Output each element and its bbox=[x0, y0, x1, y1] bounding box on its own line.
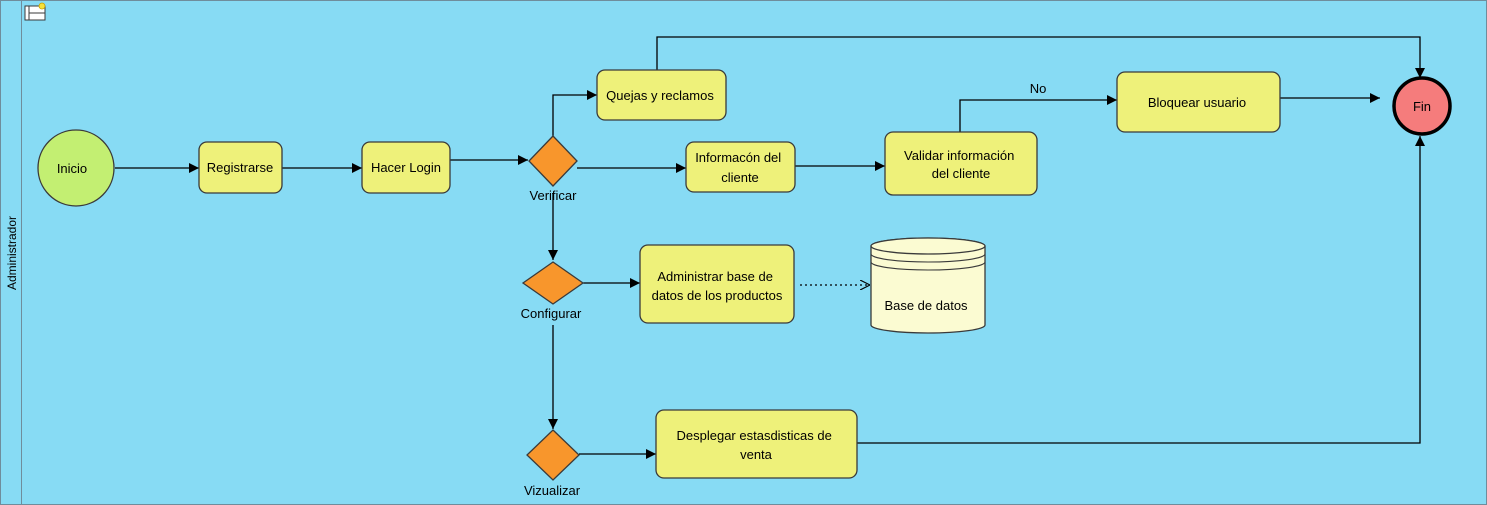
task-desplegar-estadisticas[interactable]: Desplegar estasdisticas de venta bbox=[655, 409, 858, 479]
lane-label: Administrador bbox=[5, 216, 19, 290]
gateway-configurar[interactable]: Configurar bbox=[521, 261, 585, 321]
flow-quejas-fin[interactable] bbox=[656, 36, 1425, 78]
flow-label-no: No bbox=[1030, 81, 1047, 96]
data-store-base-de-datos[interactable]: Base de datos bbox=[870, 237, 986, 334]
task-bloquear-usuario[interactable]: Bloquear usuario bbox=[1116, 71, 1281, 133]
task-info-line-2: cliente bbox=[721, 170, 759, 185]
start-event-inicio[interactable]: Inicio bbox=[37, 129, 115, 207]
gateway-verificar-label: Verificar bbox=[530, 188, 578, 203]
data-store-label: Base de datos bbox=[884, 298, 968, 313]
task-desplegar-line-2: venta bbox=[740, 447, 773, 462]
task-quejas-label: Quejas y reclamos bbox=[606, 88, 714, 103]
end-event-label: Fin bbox=[1413, 99, 1431, 114]
gateway-vizualizar[interactable]: Vizualizar bbox=[524, 429, 581, 498]
task-info-line-1: Informacón del bbox=[695, 150, 781, 165]
end-event-fin[interactable]: Fin bbox=[1392, 76, 1452, 136]
pool-icon[interactable] bbox=[24, 2, 46, 21]
task-info-label: Informacón del cliente bbox=[695, 150, 785, 185]
task-administrar-line-1: Administrar base de bbox=[657, 269, 773, 284]
task-validar-label: Validar información del cliente bbox=[904, 148, 1018, 181]
gateway-configurar-label: Configurar bbox=[521, 306, 582, 321]
flow-verificar-quejas[interactable] bbox=[552, 90, 597, 136]
gateway-vizualizar-label: Vizualizar bbox=[524, 483, 581, 498]
task-administrar-line-2: datos de los productos bbox=[652, 288, 783, 303]
task-validar-line-1: Validar información bbox=[904, 148, 1014, 163]
task-bloquear-label: Bloquear usuario bbox=[1148, 95, 1246, 110]
task-registrarse[interactable]: Registrarse bbox=[198, 141, 283, 194]
task-validar-informacion[interactable]: Validar información del cliente bbox=[884, 131, 1038, 196]
task-validar-line-2: del cliente bbox=[932, 166, 991, 181]
task-registrarse-label: Registrarse bbox=[207, 160, 273, 175]
task-quejas-reclamos[interactable]: Quejas y reclamos bbox=[596, 69, 727, 121]
task-administrar-base[interactable]: Administrar base de datos de los product… bbox=[639, 244, 795, 324]
flow-desplegar-fin[interactable] bbox=[857, 136, 1425, 444]
flow-validar-bloquear[interactable] bbox=[959, 95, 1117, 132]
task-desplegar-label: Desplegar estasdisticas de venta bbox=[677, 428, 836, 462]
task-administrar-label: Administrar base de datos de los product… bbox=[652, 269, 783, 303]
task-informacion-cliente[interactable]: Informacón del cliente bbox=[685, 141, 796, 193]
task-desplegar-line-1: Desplegar estasdisticas de bbox=[677, 428, 832, 443]
task-hacer-login-label: Hacer Login bbox=[371, 160, 441, 175]
task-hacer-login[interactable]: Hacer Login bbox=[361, 141, 451, 194]
start-event-label: Inicio bbox=[57, 161, 87, 176]
gateway-verificar[interactable]: Verificar bbox=[528, 135, 578, 203]
